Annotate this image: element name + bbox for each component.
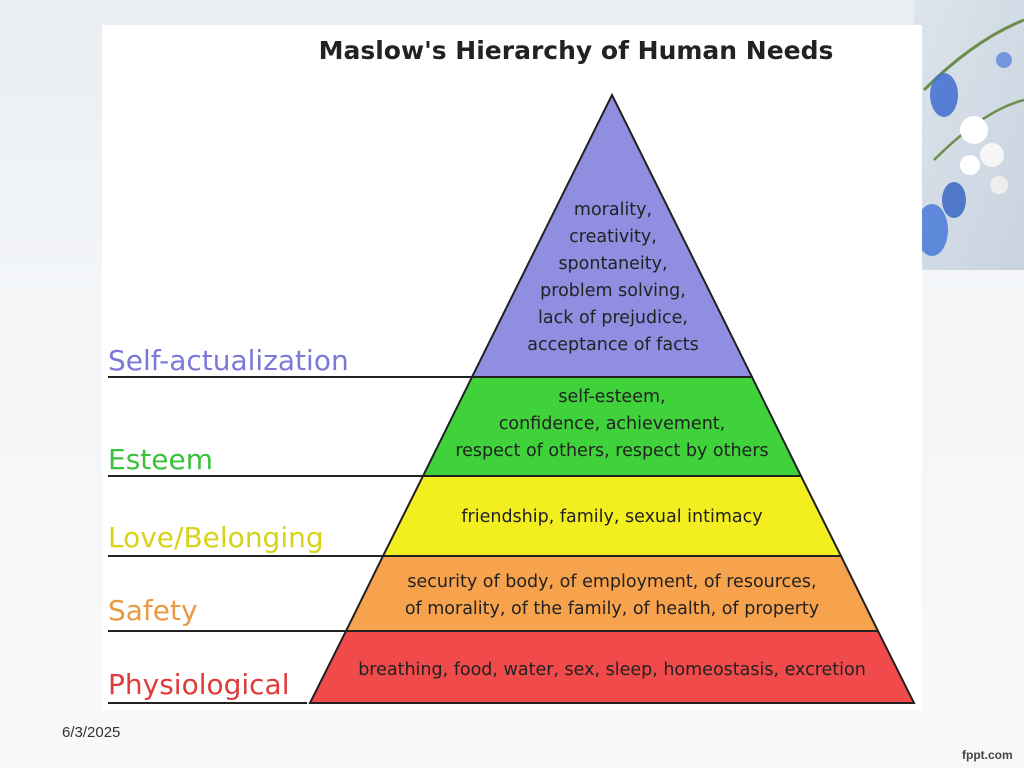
tier-text-line: creativity,	[569, 227, 657, 247]
label-esteem: Esteem	[108, 443, 213, 476]
tier-text-line: respect of others, respect by others	[455, 441, 768, 461]
tier-physiological	[308, 630, 916, 704]
tier-text-line: spontaneity,	[558, 254, 667, 274]
tier-safety	[344, 555, 880, 632]
maslow-pyramid-diagram: Maslow's Hierarchy of Human Needs Self-a…	[108, 36, 916, 704]
tier-text-line: breathing, food, water, sex, sleep, home…	[358, 660, 866, 680]
label-self-actualization: Self-actualization	[108, 344, 349, 377]
tier-text-line: security of body, of employment, of reso…	[407, 572, 816, 592]
diagram-title: Maslow's Hierarchy of Human Needs	[319, 36, 834, 65]
label-physiological: Physiological	[108, 668, 290, 701]
tier-text-line: of morality, of the family, of health, o…	[405, 599, 819, 619]
flower-decoration	[914, 0, 1024, 270]
slide-panel: Maslow's Hierarchy of Human Needs Self-a…	[102, 25, 922, 711]
slide-date: 6/3/2025	[62, 724, 121, 741]
tier-text-line: friendship, family, sexual intimacy	[461, 507, 762, 527]
tier-text-line: lack of prejudice,	[538, 308, 688, 328]
tier-text-line: self-esteem,	[558, 387, 665, 407]
tier-text-line: problem solving,	[540, 281, 686, 301]
tier-text-line: acceptance of facts	[527, 335, 698, 355]
label-love-belonging: Love/Belonging	[108, 521, 324, 554]
brand-watermark: fppt.com	[962, 748, 1013, 762]
tier-text-line: morality,	[574, 200, 652, 220]
label-safety: Safety	[108, 594, 198, 627]
tier-text-line: confidence, achievement,	[499, 414, 725, 434]
